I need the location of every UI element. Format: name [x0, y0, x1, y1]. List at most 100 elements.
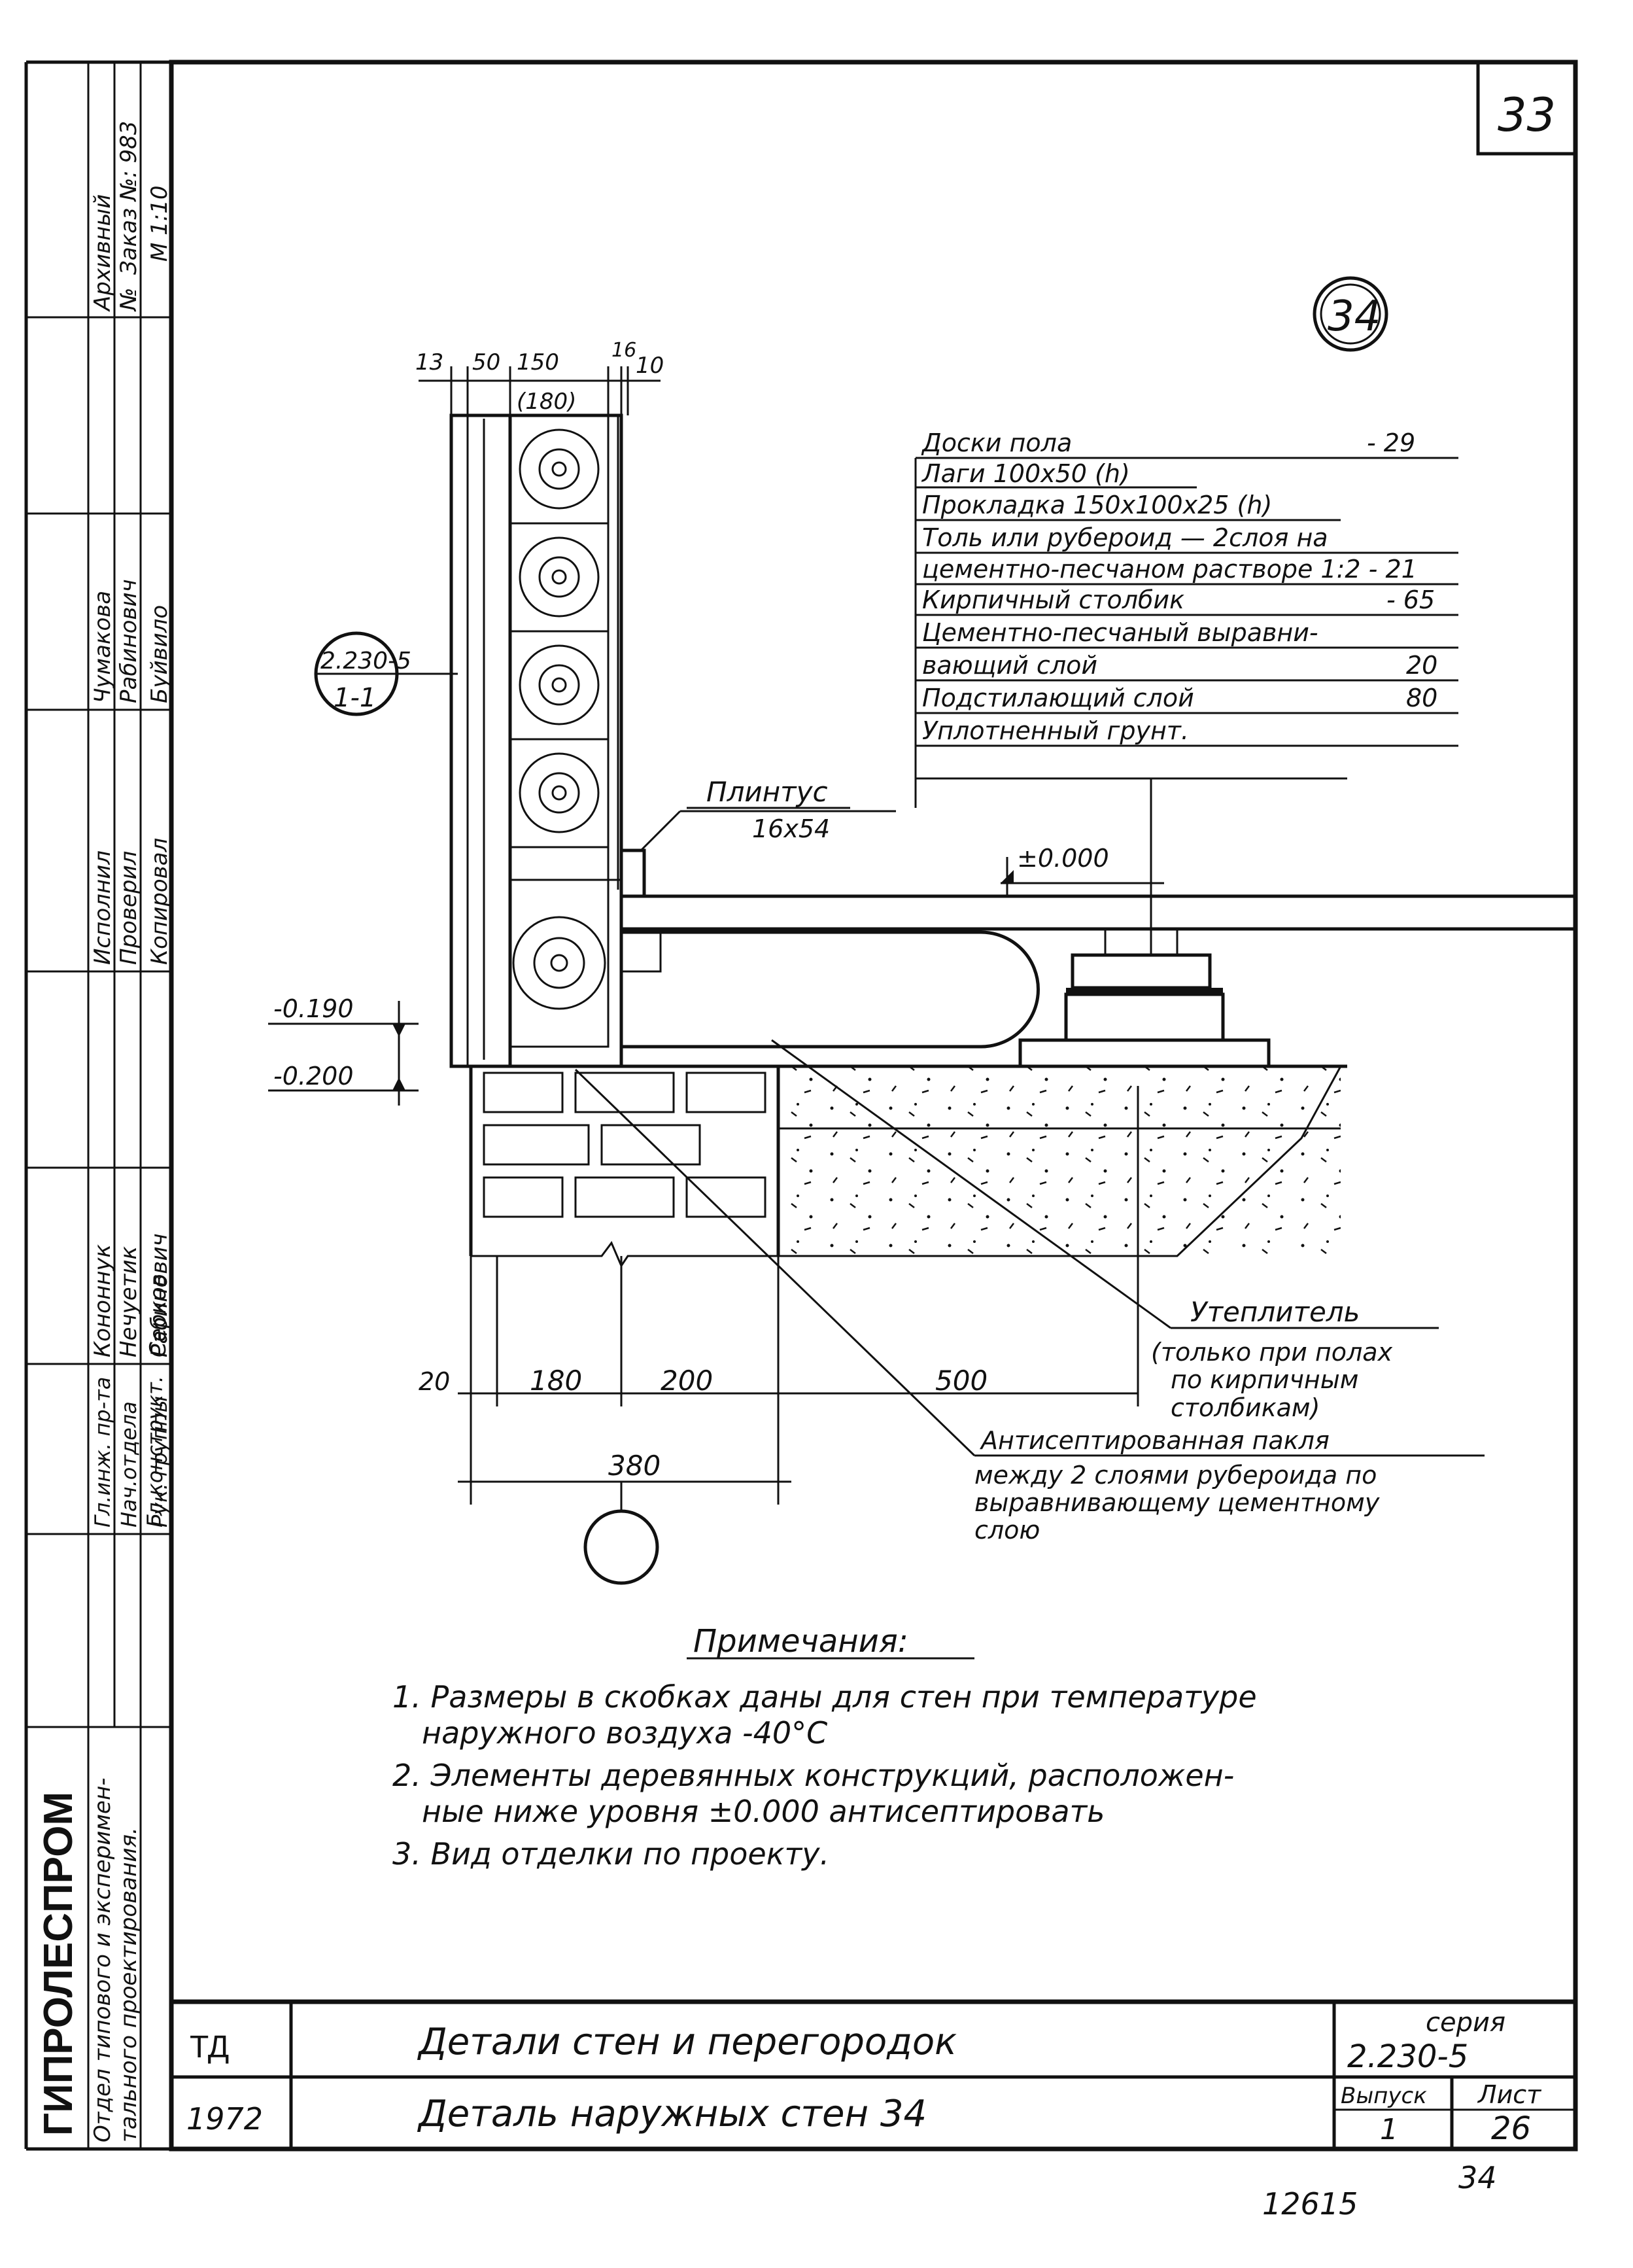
insulation-block — [619, 930, 1040, 1049]
stamp-name: Рабинович — [116, 579, 142, 703]
layer-label: Кирпичный столбик — [922, 585, 1184, 614]
layer-label: Подстилающий слой — [922, 684, 1194, 712]
stamp-archive-no: № — [116, 288, 142, 312]
stamp-name: Серков — [145, 1274, 171, 1357]
stamp-dept-line1: Отдел типового и эксперимен- — [90, 1778, 116, 2142]
notes-title: Примечания: — [693, 1623, 908, 1660]
layer-label: Уплотненный грунт. — [922, 716, 1189, 745]
issue-label: Выпуск — [1341, 2083, 1427, 2109]
dim-13: 13 — [415, 349, 443, 375]
stamp-role: Нач.отдела — [116, 1401, 141, 1527]
layer-label: Толь или рубероид — 2слоя на — [922, 523, 1328, 552]
level-markers — [268, 857, 1164, 1106]
dim-500: 500 — [935, 1365, 988, 1397]
stamp-dept-line2: тального проектирования. — [116, 1827, 142, 2142]
note-line: наружного воздуха -40°С — [422, 1715, 827, 1751]
plinth-label: Плинтус — [706, 776, 828, 808]
side-stamp: ГИПРОЛЕСПРОМ Отдел типового и эксперимен… — [36, 121, 173, 2142]
callout-leaders — [574, 807, 1485, 1457]
layers-table-lines — [914, 457, 1458, 955]
dim-16: 16 — [611, 339, 636, 362]
stamp-archive-label: Архивный — [90, 194, 116, 312]
dim-380: 380 — [608, 1450, 661, 1482]
stamp-name: Чумакова — [90, 591, 116, 703]
doc-title-sub: Деталь наружных стен 34 — [417, 2093, 927, 2135]
sheet-frame — [169, 60, 1578, 2152]
insulation-note-line: столбикам) — [1171, 1393, 1320, 1422]
stamp-role: Исполнил — [90, 850, 116, 965]
dim-180: 180 — [530, 1365, 582, 1397]
floor-boards — [619, 894, 1578, 931]
page-number-box — [1476, 60, 1577, 156]
section-ref-bottom: 1-1 — [334, 683, 376, 713]
note-line: ные ниже уровня ±0.000 антисептировать — [422, 1794, 1105, 1829]
stamp-scale: М 1:10 — [146, 186, 173, 262]
dim-10: 10 — [636, 353, 664, 379]
layer-value: 20 — [1406, 651, 1437, 680]
series-value: 2.230-5 — [1347, 2038, 1468, 2075]
stamp-role: Гл.инж. пр-та — [90, 1377, 115, 1527]
layer-label: цементно-песчаном растворе 1:2 - 21 — [922, 555, 1417, 584]
layer-label: Цементно-песчаный выравни- — [922, 618, 1318, 647]
stamp-name: Рабинович — [146, 1233, 173, 1357]
ground-layers — [778, 1066, 1342, 1257]
series-label: серия — [1426, 2008, 1505, 2038]
insulation-label: Утеплитель — [1190, 1296, 1360, 1328]
sheet-value: 26 — [1491, 2110, 1531, 2147]
stamp-name: Кононнук — [90, 1244, 116, 1357]
level-zero: ±0.000 — [1017, 844, 1109, 873]
layers-table: Доски пола - 29 Лаги 100х50 (h) Прокладк… — [921, 428, 1437, 745]
note-line: 1. Размеры в скобках даны для стен при т… — [392, 1679, 1257, 1715]
layer-label: Доски пола — [921, 428, 1072, 457]
insulation-note-line: (только при полах — [1151, 1338, 1393, 1367]
note-line: 3. Вид отделки по проекту. — [392, 1836, 829, 1872]
stamp-role: Копировал — [146, 838, 173, 965]
doc-code: ТД — [190, 2030, 229, 2065]
tow-note-line: слою — [974, 1516, 1040, 1544]
doc-title-main: Детали стен и перегородок — [417, 2021, 957, 2063]
sheet-label: Лист — [1477, 2080, 1542, 2109]
level-minus-190: -0.190 — [273, 994, 354, 1023]
layer-value: - 29 — [1367, 428, 1415, 457]
dim-150: 150 — [517, 349, 559, 375]
page-number: 33 — [1498, 88, 1556, 142]
log-section — [509, 414, 610, 1048]
layer-label: вающий слой — [922, 651, 1097, 680]
stamp-org: ГИПРОЛЕСПРОМ — [36, 1792, 81, 2136]
tow-note-line: между 2 слоями рубероида по — [974, 1461, 1377, 1490]
title-block-frame — [171, 1999, 1575, 2149]
stamp-role: Проверил — [116, 851, 142, 965]
joist-support — [1018, 928, 1271, 1068]
stamp-name: Нечуетик — [116, 1246, 142, 1357]
inventory-number: 12615 — [1262, 2186, 1358, 2222]
insulation-note-line: по кирпичным — [1171, 1365, 1358, 1394]
dim-20: 20 — [419, 1367, 450, 1396]
sheet-alt-number: 34 — [1458, 2160, 1497, 2195]
note-line: 2. Элементы деревянных конструкций, расп… — [392, 1758, 1234, 1793]
bottom-dimension-line — [458, 1086, 1139, 1505]
stamp-role: Рук. группы — [147, 1396, 172, 1527]
doc-year: 1972 — [186, 2101, 263, 2137]
dim-180-bracket: (180) — [517, 389, 576, 415]
detail-number: 34 — [1328, 292, 1381, 341]
dim-50: 50 — [472, 349, 500, 375]
plinth-size: 16х54 — [752, 814, 830, 843]
dim-200: 200 — [661, 1365, 713, 1397]
layer-value: - 65 — [1386, 585, 1435, 614]
layer-value: 80 — [1406, 684, 1437, 712]
section-ref-top: 2.230-5 — [320, 648, 411, 674]
layer-label: Прокладка 150х100х25 (h) — [922, 491, 1272, 519]
side-stamp-frame — [24, 60, 171, 2151]
tow-note-line: выравнивающему цементному — [974, 1488, 1380, 1517]
stamp-order: Заказ №: 983 — [116, 121, 142, 275]
stamp-name: Буйвило — [146, 605, 173, 703]
issue-value: 1 — [1380, 2113, 1398, 2146]
level-minus-200: -0.200 — [273, 1062, 354, 1090]
layer-label: Лаги 100х50 (h) — [921, 459, 1130, 488]
stamp-role: Гл.конструкт. — [143, 1376, 167, 1527]
section-reference-marker — [314, 631, 458, 716]
detail-number-circle — [1313, 276, 1388, 352]
tow-title: Антисептированная пакля — [979, 1426, 1330, 1455]
